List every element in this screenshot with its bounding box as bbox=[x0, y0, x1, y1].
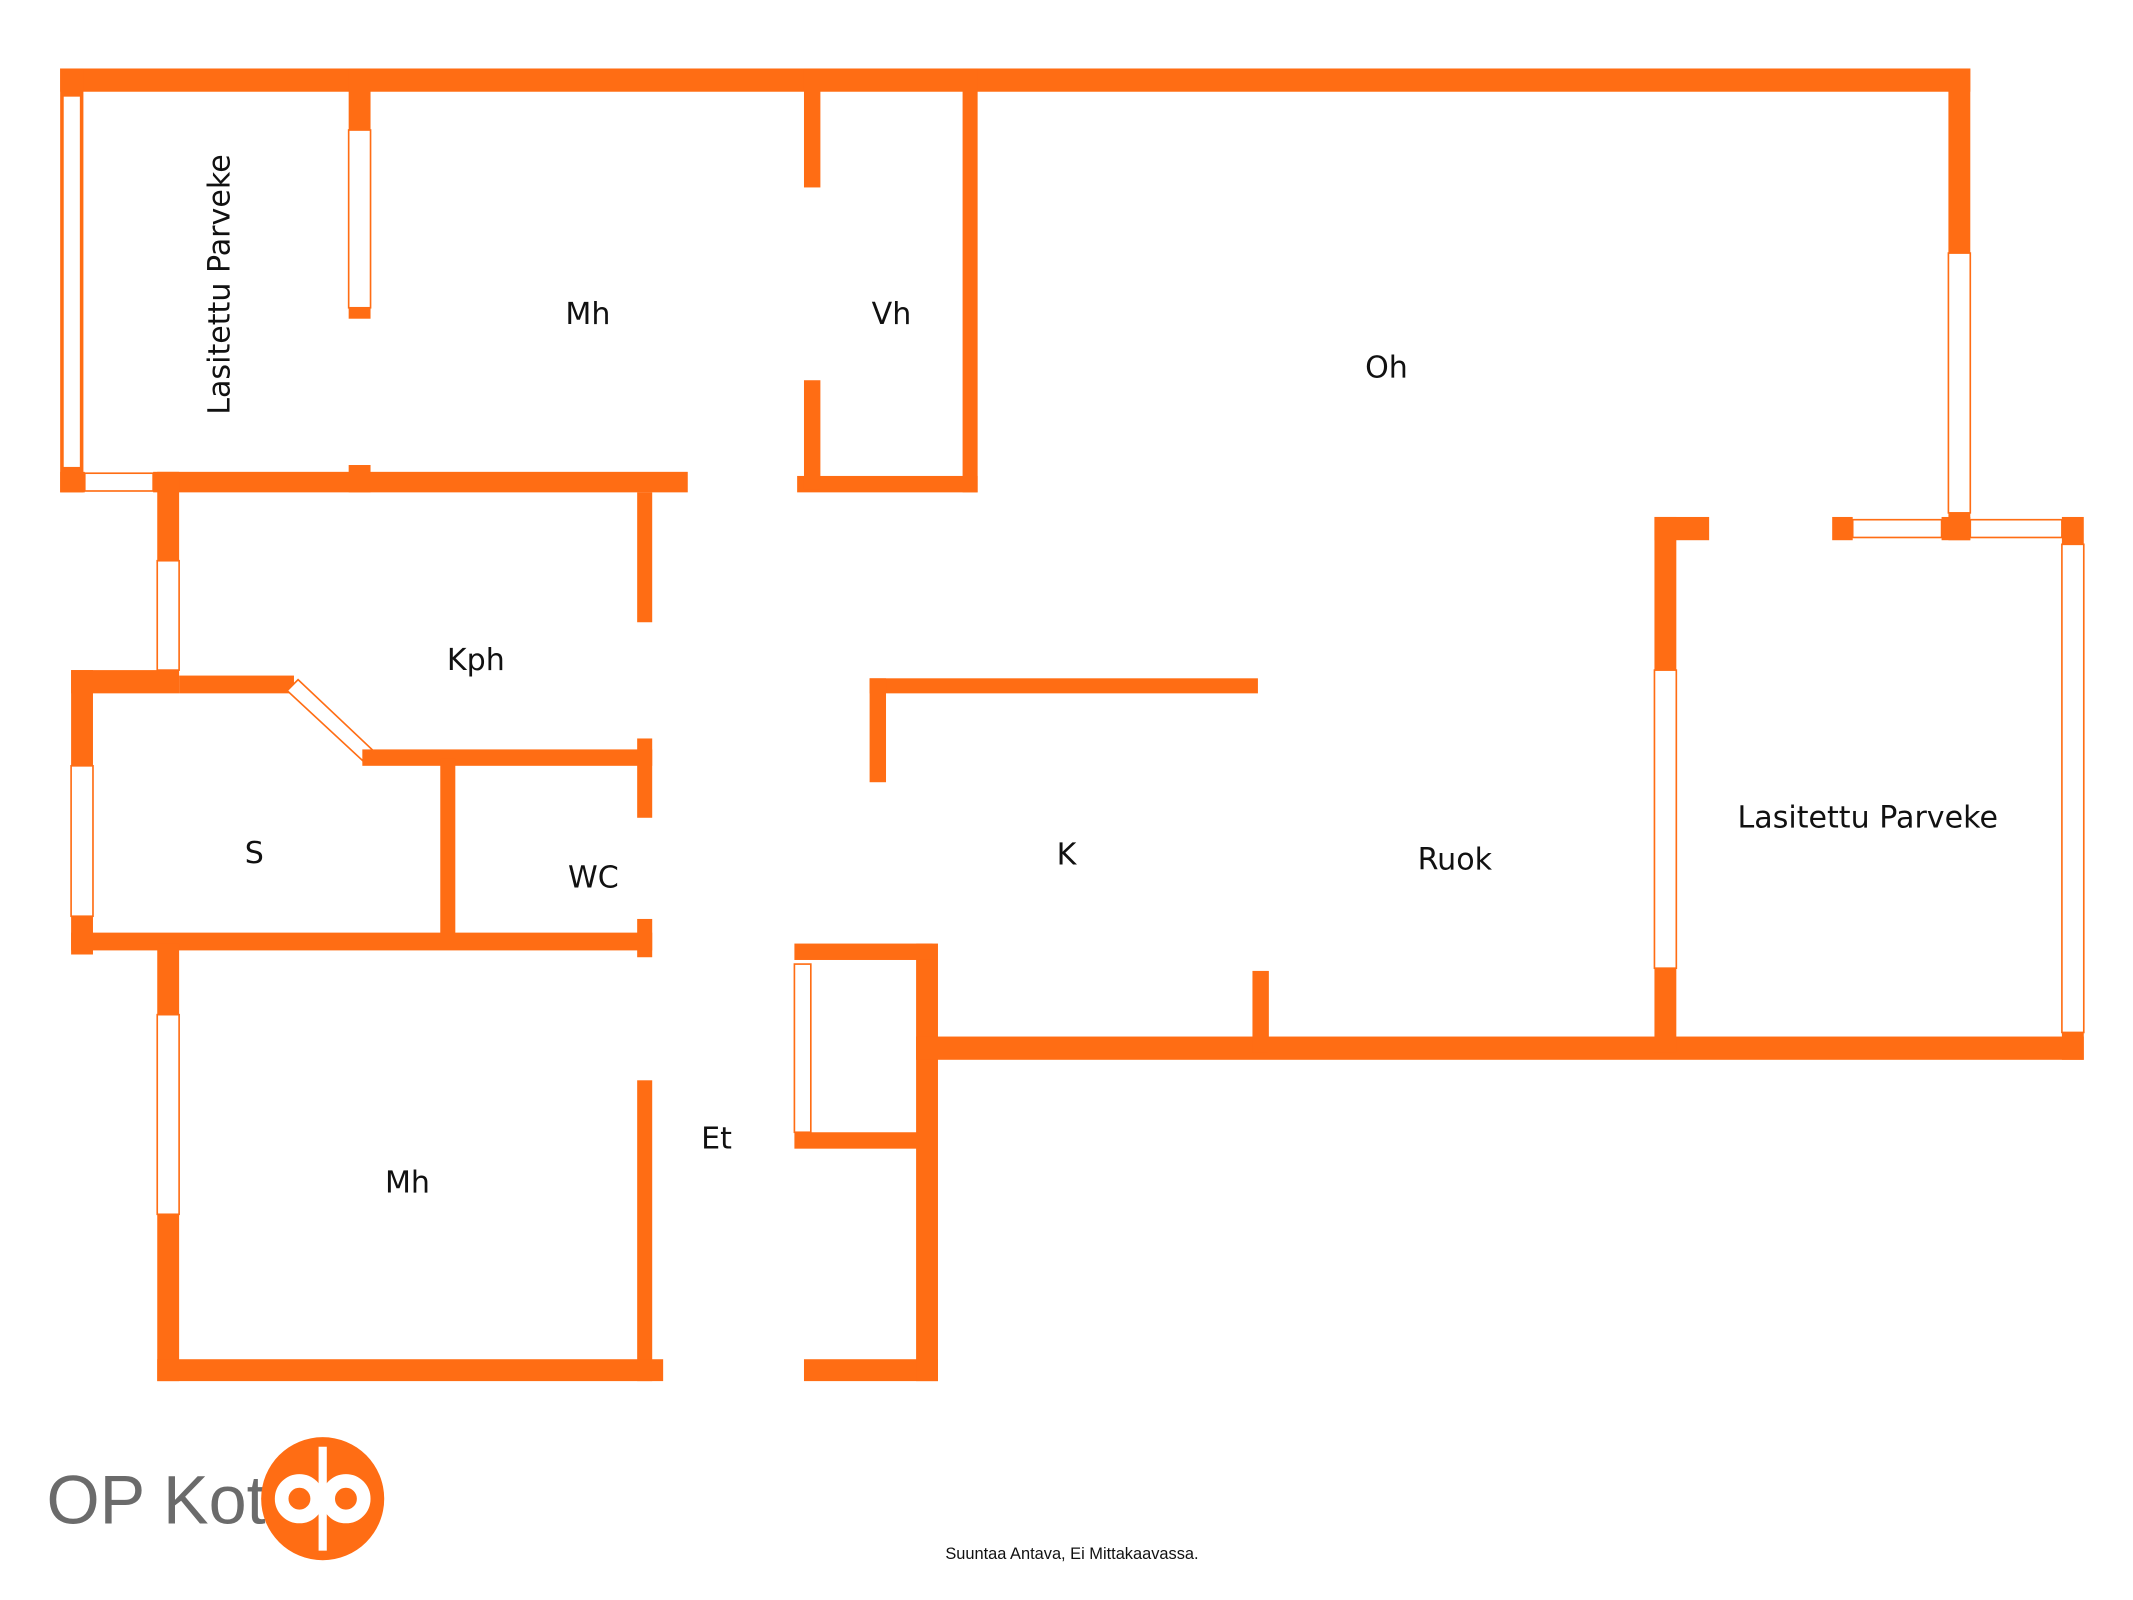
room-label-balcony-left: Lasitettu Parveke bbox=[203, 154, 238, 414]
room-label-bedroom-bottom: Mh bbox=[385, 1165, 430, 1200]
room-label-hall: Et bbox=[701, 1122, 732, 1157]
op-logo-icon bbox=[261, 1437, 385, 1561]
op-koti-logo: OP Koti bbox=[46, 1437, 385, 1561]
room-label-bedroom-top: Mh bbox=[565, 297, 610, 332]
disclaimer-note: Suuntaa Antava, Ei Mittakaavassa. bbox=[945, 1545, 1198, 1563]
room-label-living: Oh bbox=[1365, 351, 1408, 386]
room-label-wc: WC bbox=[568, 861, 619, 896]
room-label-balcony-right: Lasitettu Parveke bbox=[1738, 800, 1998, 835]
room-labels: Lasitettu Parveke Mh Vh Oh Kph S WC K Ru… bbox=[203, 154, 1998, 1200]
room-label-bathroom: Kph bbox=[447, 643, 505, 678]
room-label-dining: Ruok bbox=[1418, 843, 1493, 878]
logo-text: OP Koti bbox=[46, 1462, 280, 1538]
room-label-closet: Vh bbox=[872, 297, 912, 332]
room-label-kitchen: K bbox=[1057, 837, 1078, 872]
room-label-sauna: S bbox=[245, 836, 264, 871]
walls bbox=[60, 68, 2085, 1382]
